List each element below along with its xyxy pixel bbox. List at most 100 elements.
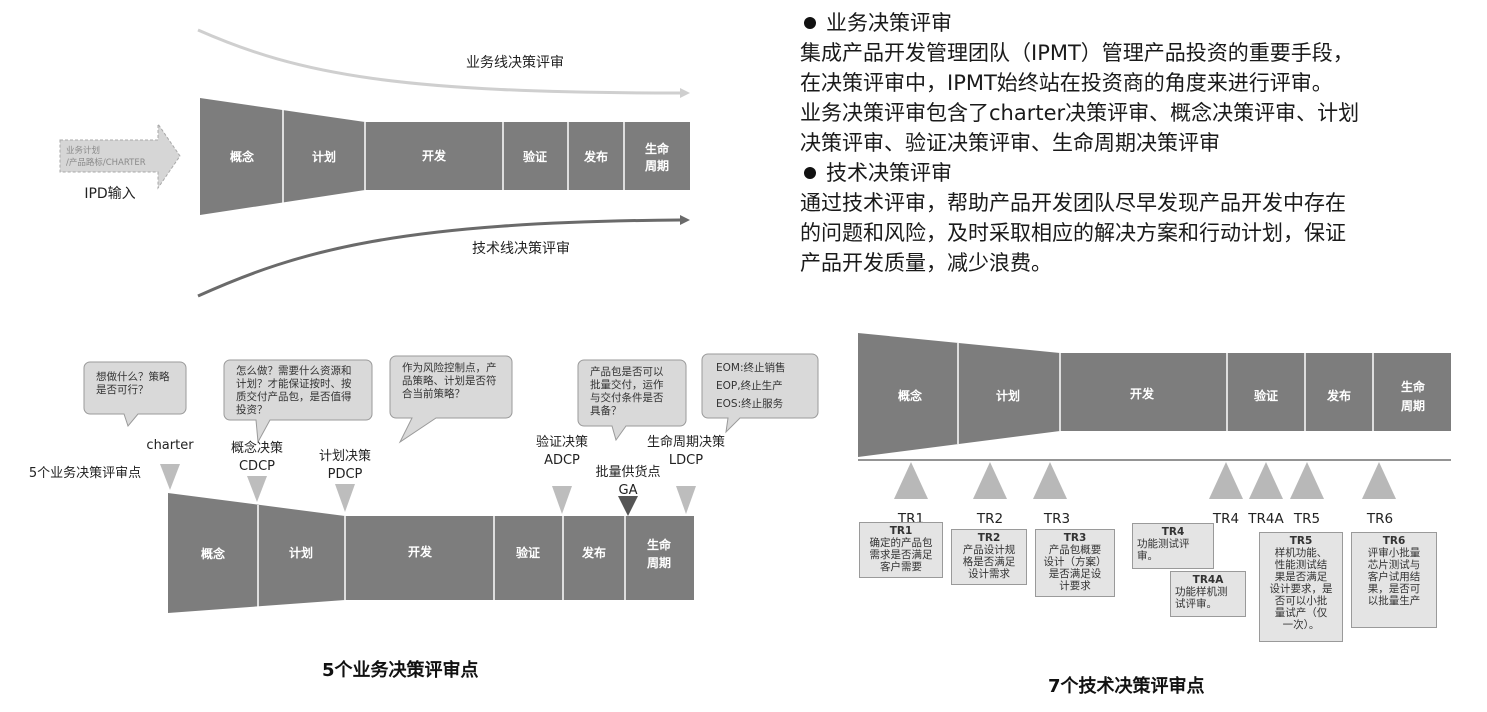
marker-pdcp xyxy=(335,484,355,512)
para1-line-2: 在决策评审中，IPMT始终站在投资商的角度来进行评审。 xyxy=(800,71,1333,95)
heading-business-review: 业务决策评审 xyxy=(800,8,1480,38)
marker-tr3 xyxy=(1033,462,1067,499)
tr-phase-verify: 验证 xyxy=(1254,388,1278,403)
bubble-ldcp-line-1: EOM:终止销售 xyxy=(716,361,786,374)
para2-line-2: 的问题和风险，及时采取相应的解决方案和行动计划，保证 xyxy=(800,221,1346,245)
tr6-box: TR6 评审小批量 芯片测试与 客户试用结 果，是否可 以批量生产 xyxy=(1351,532,1437,628)
bubble-pdcp-line-2: 品策略、计划是否符 xyxy=(402,374,497,387)
marker-tr2 xyxy=(973,462,1007,499)
phase-lifecycle-2: 周期 xyxy=(645,158,669,173)
bl-phase-lifecycle-1: 生命 xyxy=(647,537,672,552)
point-charter-label: charter xyxy=(146,438,194,453)
bubble-pdcp-line-3: 合当前策略？ xyxy=(402,387,465,400)
marker-tr5 xyxy=(1290,462,1324,499)
phase-release: 发布 xyxy=(583,149,608,164)
tech-review-caption: 7个技术决策评审点 xyxy=(1048,676,1205,697)
tr3-box: TR3 产品包概要 设计（方案） 是否满足设 计要求 xyxy=(1035,529,1115,597)
point-pdcp-label-2: PDCP xyxy=(328,467,363,482)
point-ga-label-1: 批量供货点 xyxy=(595,464,660,480)
marker-tr4 xyxy=(1209,462,1243,499)
para1-line-1: 集成产品开发管理团队（IPMT）管理产品投资的重要手段， xyxy=(800,41,1354,65)
point-ldcp-label-2: LDCP xyxy=(669,453,703,468)
bubble-cdcp xyxy=(223,359,373,444)
bubble-cdcp-line-2: 计划？才能保证按时、按 xyxy=(236,377,352,390)
point-cdcp-label-1: 概念决策 xyxy=(231,440,283,456)
bullet-icon xyxy=(804,166,816,179)
marker-ga xyxy=(618,496,638,516)
bl-phase-release: 发布 xyxy=(581,545,606,560)
tr4-label: TR4 xyxy=(1212,511,1239,527)
phase-plan: 计划 xyxy=(312,149,336,164)
point-ga-label-2: GA xyxy=(619,483,638,498)
tech-funnel-body xyxy=(858,333,1451,457)
bubble-charter-line-2: 是否可行？ xyxy=(96,383,149,396)
bubble-adcp-line-2: 批量交付，运作 xyxy=(590,378,664,391)
tr1-box: TR1 确定的产品包 需求是否满足 客户需要 xyxy=(859,522,943,578)
heading-tech-review: 技术决策评审 xyxy=(800,158,1480,188)
bubble-ldcp-line-3: EOS:终止服务 xyxy=(716,397,784,410)
ipd-funnel-diagram: 业务计划 /产品路标/CHARTER 概念 计划 开发 验证 发布 生命 周期 … xyxy=(59,28,690,298)
business-line-curve xyxy=(197,28,681,95)
marker-cdcp xyxy=(247,476,267,502)
bubble-ldcp-line-2: EOP,终止生产 xyxy=(716,379,783,392)
bl-phase-lifecycle-2: 周期 xyxy=(647,555,671,570)
business-review-caption: 5个业务决策评审点 xyxy=(322,660,479,681)
tr2-box: TR2 产品设计规 格是否满足 设计需求 xyxy=(951,529,1027,585)
bubble-pdcp-line-1: 作为风险控制点，产 xyxy=(402,361,497,374)
bubble-cdcp-line-1: 怎么做？需要什么资源和 xyxy=(236,364,352,377)
bubble-cdcp-line-4: 投资？ xyxy=(236,403,268,416)
tr-phase-release: 发布 xyxy=(1326,388,1351,403)
tech-review-diagram: 概念 计划 开发 验证 发布 生命 周期 TR1 TR2 TR3 TR4 TR4… xyxy=(858,333,1451,527)
para1-line-4: 决策评审、验证决策评审、生命周期决策评审 xyxy=(800,131,1220,155)
phase-verify: 验证 xyxy=(523,149,547,164)
tr2-label: TR2 xyxy=(976,511,1003,527)
para2-line-1: 通过技术评审，帮助产品开发团队尽早发现产品开发中存在 xyxy=(800,191,1346,215)
phase-develop: 开发 xyxy=(422,148,447,163)
tr4a-box: TR4A 功能样机测 试评审。 xyxy=(1170,571,1246,617)
para2-line-3: 产品开发质量，减少浪费。 xyxy=(800,251,1052,275)
tr6-label: TR6 xyxy=(1366,511,1393,527)
bubble-pdcp xyxy=(389,355,513,444)
phase-lifecycle-1: 生命 xyxy=(645,141,670,156)
bubble-adcp-line-3: 与交付条件是否 xyxy=(590,391,664,404)
review-description: 业务决策评审 集成产品开发管理团队（IPMT）管理产品投资的重要手段， 在决策评… xyxy=(800,8,1480,278)
tr-phase-develop: 开发 xyxy=(1130,386,1155,401)
ipd-input-label: IPD输入 xyxy=(84,186,135,202)
para1-line-3: 业务决策评审包含了charter决策评审、概念决策评审、计划 xyxy=(800,101,1360,125)
tr-phase-plan: 计划 xyxy=(996,388,1020,403)
tech-line-curve xyxy=(197,218,681,298)
tr5-label: TR5 xyxy=(1293,511,1320,527)
bubble-adcp-line-1: 产品包是否可以 xyxy=(590,365,664,378)
bubble-charter-line-1: 想做什么？策略 xyxy=(96,370,170,383)
business-line-label: 业务线决策评审 xyxy=(466,54,564,71)
bl-phase-concept: 概念 xyxy=(201,546,225,561)
bubble-ldcp xyxy=(701,353,819,434)
business-review-diagram: 想做什么？策略 是否可行？ 怎么做？需要什么资源和 计划？才能保证按时、按 质交… xyxy=(29,353,819,613)
bl-phase-verify: 验证 xyxy=(516,545,540,560)
bubble-adcp-line-4: 具备？ xyxy=(590,404,622,417)
point-adcp-label-1: 验证决策 xyxy=(536,434,588,450)
bl-phase-plan: 计划 xyxy=(289,545,313,560)
input-arrow-line-2: /产品路标/CHARTER xyxy=(66,157,146,168)
tr-phase-lifecycle-2: 周期 xyxy=(1401,398,1425,413)
marker-tr6 xyxy=(1362,462,1396,499)
bubble-cdcp-line-3: 质交付产品包，是否值得 xyxy=(236,390,352,403)
business-points-side-label: 5个业务决策评审点 xyxy=(29,465,141,481)
marker-tr1 xyxy=(894,462,928,499)
marker-adcp xyxy=(552,486,572,514)
bubble-charter xyxy=(83,361,187,428)
tr5-box: TR5 样机功能、 性能测试结 果是否满足 设计要求，是 否可以小批 量试产（仅… xyxy=(1259,532,1343,642)
input-arrow-line-1: 业务计划 xyxy=(66,145,100,156)
bullet-icon xyxy=(804,16,816,29)
marker-charter xyxy=(160,464,180,490)
tr-phase-concept: 概念 xyxy=(898,388,922,403)
marker-ldcp xyxy=(676,486,696,514)
ipd-input-arrow xyxy=(59,122,181,190)
point-ldcp-label-1: 生命周期决策 xyxy=(647,434,725,450)
point-adcp-label-2: ADCP xyxy=(544,453,580,468)
tr4a-label: TR4A xyxy=(1247,511,1284,527)
marker-tr4a xyxy=(1249,462,1283,499)
bl-phase-develop: 开发 xyxy=(408,544,433,559)
business-line-arrowhead xyxy=(680,88,690,98)
point-pdcp-label-1: 计划决策 xyxy=(319,448,371,464)
